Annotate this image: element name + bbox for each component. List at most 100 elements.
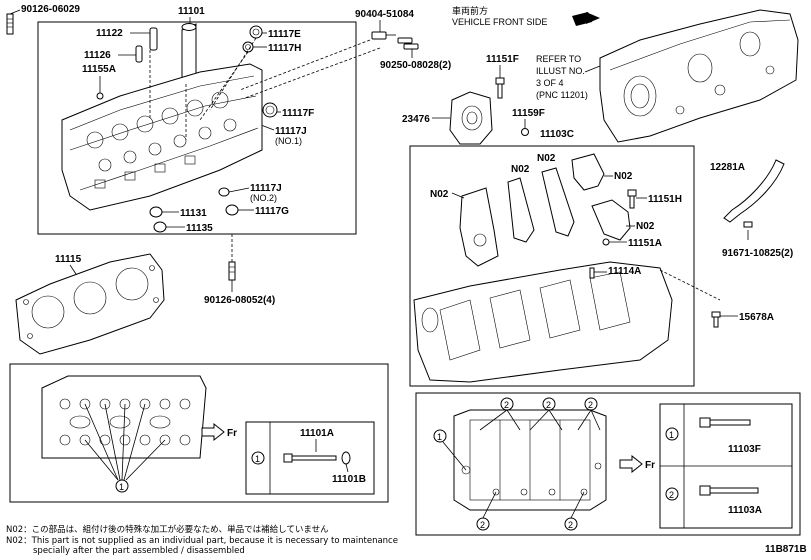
label-n02-a[interactable]: N02: [430, 189, 449, 200]
callout-2-c: [584, 397, 598, 411]
valve-guide-bushing[interactable]: [181, 23, 197, 85]
label-no1: (NO.1): [275, 136, 302, 146]
label-fr-1: Fr: [227, 428, 237, 439]
label-n02-e[interactable]: N02: [636, 221, 655, 232]
bolt-11101A[interactable]: [283, 453, 337, 463]
refer-line-3: 3 OF 4: [536, 78, 564, 88]
stud-bolt-90126-06029[interactable]: [6, 9, 21, 35]
bolt-11151H[interactable]: [627, 189, 637, 209]
bolt-11151A[interactable]: [602, 238, 610, 246]
label-23476[interactable]: 23476: [402, 114, 430, 125]
label-11155A[interactable]: 11155A: [82, 64, 116, 75]
label-11122[interactable]: 11122: [96, 28, 123, 39]
bolt-11103A[interactable]: [699, 485, 759, 496]
bolt-15678A[interactable]: [711, 311, 721, 328]
camshaft-housing-top-view[interactable]: [453, 409, 607, 511]
plug-11117H[interactable]: [242, 41, 254, 53]
pin-90250-08028[interactable]: [397, 37, 419, 50]
callout-2-d-text: 2: [480, 520, 485, 530]
pin-11122[interactable]: [149, 27, 158, 51]
label-11101A[interactable]: 11101A: [300, 428, 334, 439]
label-11117J-no2[interactable]: 11117J: [250, 183, 282, 194]
note-n02-jp: N02：この部品は、組付け後の特殊な加工が必要なため、単品では補給していません: [6, 524, 329, 535]
label-91671-10825[interactable]: 91671-10825(2): [722, 248, 793, 259]
plug-11117J-no2[interactable]: [218, 187, 230, 197]
vehicle-front-jp: 車両前方: [452, 5, 488, 16]
label-n02-d[interactable]: N02: [614, 171, 633, 182]
camshaft-housing[interactable]: [599, 9, 799, 143]
callout-1-housing-text: 1: [437, 432, 442, 442]
bolt-90404-51084[interactable]: [371, 31, 396, 40]
vehicle-front-arrow-shaft: [572, 12, 592, 26]
cylinder-head-gasket-11115[interactable]: [15, 253, 165, 355]
label-11103F[interactable]: 11103F: [728, 444, 761, 455]
label-11126[interactable]: 11126: [84, 50, 111, 61]
label-12281A[interactable]: 12281A: [710, 162, 745, 173]
callout-1-housing: [433, 429, 447, 443]
label-no2: (NO.2): [250, 193, 277, 203]
bearing-cap-n02-a[interactable]: [459, 187, 499, 267]
camshaft-bearing-cap-box: [409, 145, 695, 387]
plug-11135[interactable]: [153, 221, 167, 233]
callout-2-table: [665, 487, 679, 501]
cylinder-head-top-view[interactable]: [41, 375, 207, 459]
head-bolt-table: [245, 421, 375, 495]
label-90404-51084[interactable]: 90404-51084: [355, 9, 414, 20]
callout-1-table-2: [665, 427, 679, 441]
cylinder-head-body[interactable]: [61, 63, 263, 211]
callout-2-b: [542, 397, 556, 411]
plug-11117G[interactable]: [225, 204, 239, 216]
bolt-11103F[interactable]: [699, 417, 751, 428]
label-11117G[interactable]: 11117G: [255, 206, 289, 217]
ring-11159F[interactable]: [521, 128, 529, 136]
callout-2-d: [476, 517, 490, 531]
label-11159F[interactable]: 11159F: [512, 108, 545, 119]
label-90126-06029[interactable]: 90126-06029: [21, 4, 80, 15]
fuel-pump-lifter-guide-23476[interactable]: [449, 91, 493, 145]
label-11117F[interactable]: 11117F: [282, 108, 314, 119]
plug-11117E[interactable]: [249, 25, 263, 39]
bearing-cap-n02-d[interactable]: [571, 153, 605, 191]
plug-11131[interactable]: [149, 206, 163, 218]
label-15678A[interactable]: 15678A: [739, 312, 774, 323]
label-11117H[interactable]: 11117H: [268, 43, 301, 54]
pin-11126[interactable]: [135, 45, 143, 63]
label-11151A[interactable]: 11151A: [628, 238, 662, 249]
label-11117J-no1[interactable]: 11117J: [275, 126, 307, 137]
pin-11114A[interactable]: [589, 267, 595, 279]
callout-2-a-text: 2: [504, 400, 509, 410]
label-11103A[interactable]: 11103A: [728, 505, 762, 516]
fr-arrow-icon-1: [201, 422, 225, 442]
bearing-cap-n02-e[interactable]: [591, 199, 631, 241]
label-11151H[interactable]: 11151H: [648, 194, 682, 205]
label-11103C[interactable]: 11103C: [540, 129, 574, 140]
label-90126-08052[interactable]: 90126-08052(4): [204, 295, 275, 306]
label-11117E[interactable]: 11117E: [268, 29, 301, 40]
label-n02-b[interactable]: N02: [511, 164, 530, 175]
label-11135[interactable]: 11135: [186, 223, 213, 234]
bearing-cap-n02-c[interactable]: [541, 167, 575, 237]
label-11115[interactable]: 11115: [55, 254, 82, 265]
oil-level-gauge-guide-12281A[interactable]: [723, 159, 785, 223]
refer-line-4: (PNC 11201): [536, 90, 588, 100]
callout-1-table: [251, 451, 265, 465]
label-n02-c[interactable]: N02: [537, 153, 556, 164]
label-11151F[interactable]: 11151F: [486, 54, 519, 65]
plug-11155A[interactable]: [96, 92, 104, 100]
note-n02-en-2: specially after the part assembled / dis…: [33, 546, 245, 556]
stud-bolt-90126-08052[interactable]: [228, 261, 236, 281]
washer-11101B[interactable]: [341, 451, 351, 465]
label-90250-08028[interactable]: 90250-08028(2): [380, 60, 451, 71]
bolt-11151F[interactable]: [495, 77, 505, 99]
refer-line-1: REFER TO: [536, 54, 581, 64]
label-11131[interactable]: 11131: [180, 208, 207, 219]
plug-11117F[interactable]: [262, 102, 278, 118]
label-11114A[interactable]: 11114A: [608, 266, 641, 277]
bolt-91671-10825[interactable]: [743, 221, 753, 228]
label-11101[interactable]: 11101: [178, 6, 205, 17]
cylinder-head-box: [37, 21, 357, 235]
camshaft-housing-sub-assy[interactable]: [413, 261, 673, 383]
bearing-cap-n02-b[interactable]: [507, 177, 535, 243]
cylinder-head-bolt-box: [9, 363, 389, 503]
label-11101B[interactable]: 11101B: [332, 474, 366, 485]
